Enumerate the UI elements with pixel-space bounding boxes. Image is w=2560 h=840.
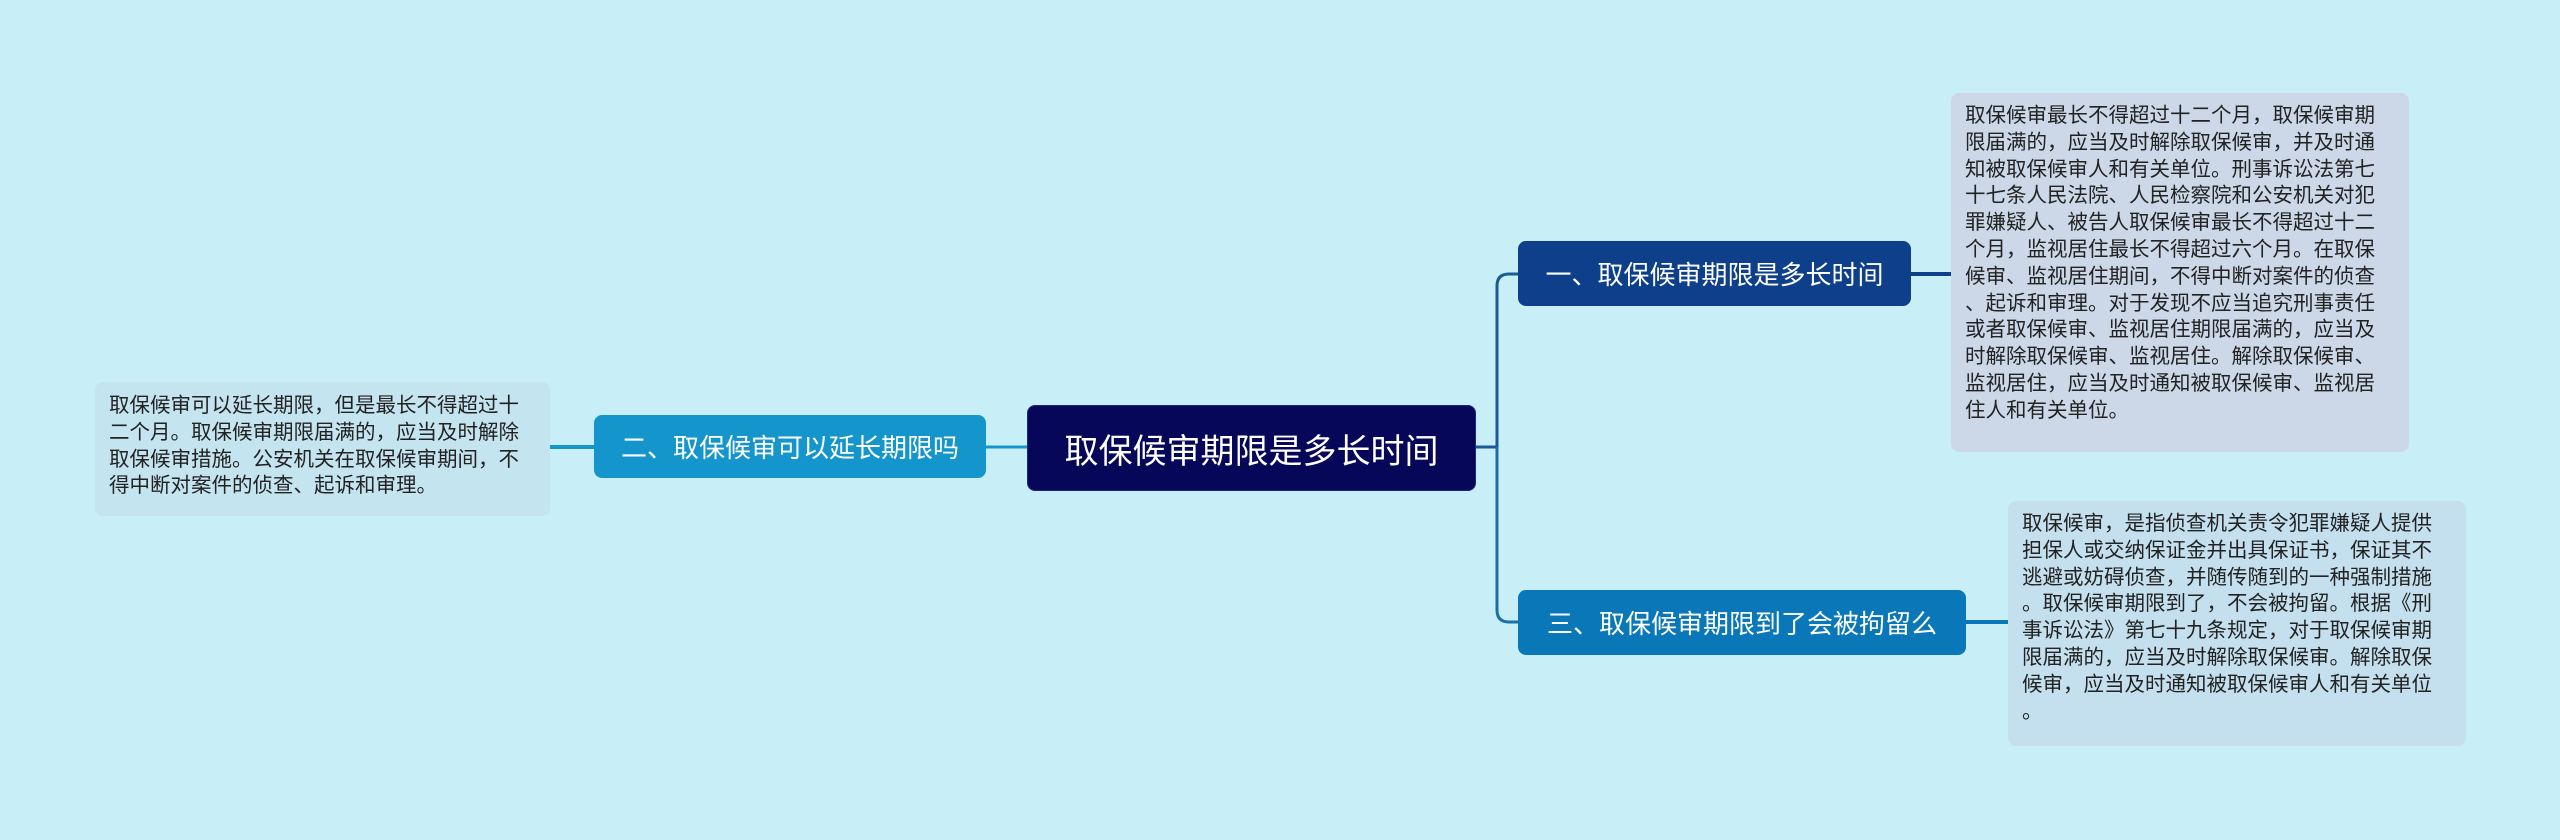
- leaf-note-line: 罪嫌疑人、被告人取保候审最长不得超过十二: [1965, 210, 2375, 235]
- leaf-note-line: 担保人或交纳保证金并出具保证书，保证其不: [2022, 537, 2432, 562]
- leaf-note-1[interactable]: 取保候审最长不得超过十二个月，取保候审期限届满的，应当及时解除取保候审，并及时通…: [1951, 93, 2409, 452]
- branch-topic-label: 三、取保候审期限到了会被拘留么: [1546, 610, 1937, 640]
- leaf-note-line: 或者取保候审、监视居住期限届满的，应当及: [1965, 317, 2375, 342]
- connector-center-b1: [1476, 272, 1518, 449]
- branch-topic-3[interactable]: 三、取保候审期限到了会被拘留么: [1518, 590, 1966, 655]
- leaf-note-line: 取保候审可以延长期限，但是最长不得超过十: [109, 393, 519, 417]
- branch-topic-2[interactable]: 二、取保候审可以延长期限吗: [594, 415, 986, 478]
- leaf-note-line: 二个月。取保候审期限届满的，应当及时解除: [109, 419, 519, 444]
- leaf-note-3[interactable]: 取保候审，是指侦查机关责令犯罪嫌疑人提供担保人或交纳保证金并出具保证书，保证其不…: [2008, 501, 2466, 746]
- leaf-note-line: 住人和有关单位。: [1965, 397, 2129, 422]
- leaf-note-line: 个月，监视居住最长不得超过六个月。在取保: [1965, 236, 2375, 261]
- leaf-note-line: 限届满的，应当及时解除取保候审，并及时通: [1965, 129, 2375, 154]
- central-topic[interactable]: 取保候审期限是多长时间: [1027, 405, 1476, 491]
- leaf-note-line: 取保候审措施。公安机关在取保候审期间，不: [109, 446, 519, 471]
- leaf-note-2[interactable]: 取保候审可以延长期限，但是最长不得超过十二个月。取保候审期限届满的，应当及时解除…: [95, 382, 550, 516]
- leaf-note-line: 知被取保候审人和有关单位。刑事诉讼法第七: [1965, 156, 2375, 181]
- leaf-note-line: 取保候审，是指侦查机关责令犯罪嫌疑人提供: [2022, 511, 2432, 535]
- branch-topic-1[interactable]: 一、取保候审期限是多长时间: [1518, 241, 1911, 306]
- leaf-note-line: 监视居住，应当及时通知被取保候审、监视居: [1965, 370, 2375, 395]
- leaf-note-line: 候审、监视居住期间，不得中断对案件的侦查: [1965, 263, 2375, 288]
- leaf-note-line: 。: [2022, 698, 2043, 723]
- leaf-note-line: 取保候审最长不得超过十二个月，取保候审期: [1965, 103, 2375, 127]
- leaf-note-line: 逃避或妨碍侦查，并随传随到的一种强制措施: [2022, 564, 2432, 589]
- leaf-note-line: 得中断对案件的侦查、起诉和审理。: [109, 473, 437, 498]
- leaf-note-line: 候审，应当及时通知被取保候审人和有关单位: [2022, 671, 2432, 696]
- leaf-note-line: 事诉讼法》第七十九条规定，对于取保候审期: [2022, 618, 2432, 643]
- leaf-note-line: 。取保候审期限到了，不会被拘留。根据《刑: [2022, 591, 2432, 616]
- central-topic-label: 取保候审期限是多长时间: [1064, 431, 1439, 472]
- branch-topic-label: 一、取保候审期限是多长时间: [1545, 261, 1884, 291]
- leaf-note-line: 、起诉和审理。对于发现不应当追究刑事责任: [1965, 290, 2375, 315]
- leaf-note-line: 十七条人民法院、人民检察院和公安机关对犯: [1965, 183, 2375, 208]
- leaf-note-line: 限届满的，应当及时解除取保候审。解除取保: [2022, 644, 2432, 669]
- connector-center-b3: [1495, 447, 1518, 624]
- leaf-note-line: 时解除取保候审、监视居住。解除取保候审、: [1965, 344, 2375, 369]
- branch-topic-label: 二、取保候审可以延长期限吗: [620, 434, 959, 464]
